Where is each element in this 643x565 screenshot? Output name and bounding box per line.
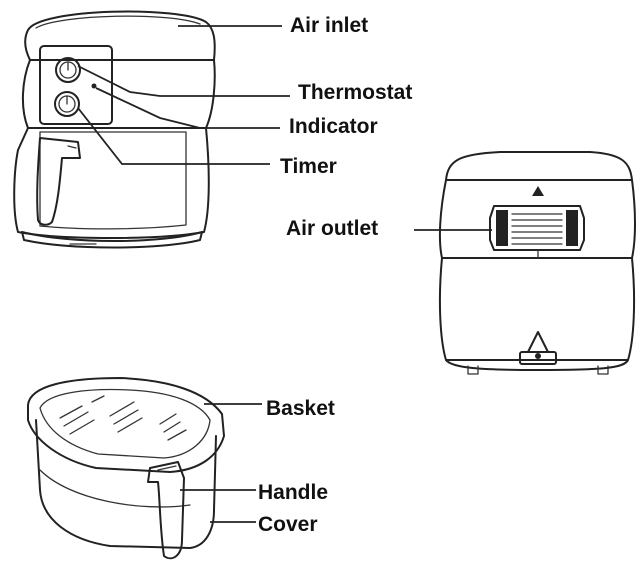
back-view-fryer xyxy=(438,151,636,375)
up-arrow-icon xyxy=(532,186,544,196)
indicator-lamp xyxy=(91,83,97,89)
basket-handle xyxy=(147,461,185,560)
label-cover: Cover xyxy=(258,513,318,536)
grille-right-block xyxy=(566,210,578,246)
leader-lines xyxy=(77,25,492,523)
label-handle: Handle xyxy=(258,481,329,504)
back-base xyxy=(445,359,629,371)
grille-left-block xyxy=(496,210,508,246)
control-panel xyxy=(39,45,113,125)
label-thermostat: Thermostat xyxy=(298,81,413,104)
label-air-inlet: Air inlet xyxy=(290,14,369,37)
basket-vents xyxy=(59,395,187,441)
leader-thermostat xyxy=(77,65,290,97)
label-indicator: Indicator xyxy=(289,115,378,138)
grille-vents xyxy=(511,213,563,245)
basket-assembly xyxy=(27,377,225,560)
fryer-upper-body xyxy=(21,59,216,129)
leader-indicator xyxy=(95,87,280,129)
cover-body xyxy=(35,419,217,549)
label-basket: Basket xyxy=(266,397,335,420)
cord-outlet xyxy=(527,331,549,353)
label-timer: Timer xyxy=(280,155,337,178)
thermostat-knob xyxy=(55,57,81,83)
back-top xyxy=(445,151,633,181)
leader-timer xyxy=(77,107,270,165)
timer-knob xyxy=(54,91,80,117)
fryer-handle xyxy=(36,137,81,226)
label-air-outlet: Air outlet xyxy=(286,217,379,240)
fryer-base xyxy=(21,231,203,249)
fryer-lower-body xyxy=(13,127,210,239)
air-outlet-grille xyxy=(489,205,585,251)
front-view-fryer xyxy=(13,10,216,249)
back-lower-body xyxy=(438,257,636,361)
basket-rim xyxy=(27,377,225,473)
fryer-top-lid xyxy=(24,10,216,61)
